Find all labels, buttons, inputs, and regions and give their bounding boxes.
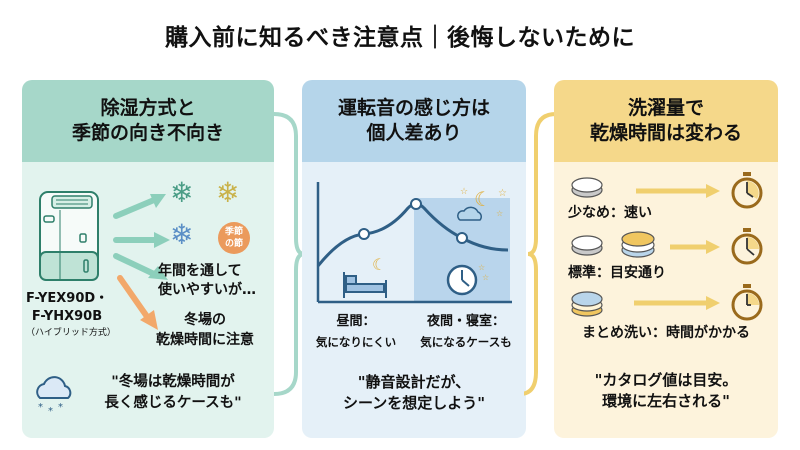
svg-text:*: * [58,402,63,413]
svg-text:☾: ☾ [474,187,492,211]
panel-title-line1: 除湿方式と [100,97,196,120]
svg-text:☾: ☾ [372,255,386,274]
panel-body: ❄ ❄ ❄ 季節 の節 年間を通して 使いやすいが… F-YEX90D・ F-Y… [22,162,274,438]
panel-title-line1: 運転音の感じ方は [337,97,490,120]
panel-body: ☾ ☾ ☆ ☆ ☆ ☆ ☆ 昼間： 気になりにくい 夜間・寝室： 気になるケース… [302,162,526,438]
svg-text:*: * [48,406,53,417]
clothes-stack-icon [571,177,603,198]
row-label-standard: 標準：目安通り [568,265,666,281]
panel-title-line2: 個人差あり [366,122,462,144]
arrow-right-icon [634,296,720,310]
stopwatch-icon [730,284,764,326]
svg-text:☆: ☆ [460,187,468,197]
quote-noise: "静音設計だが、 シーンを想定しよう" [342,373,486,412]
panel-header: 運転音の感じ方は 個人差あり [302,80,526,162]
svg-text:☆: ☆ [478,263,485,272]
panel-laundry-volume: 洗濯量で 乾燥時間は変わる 少なめ：速い [554,80,778,438]
dehumidifier-icon [39,191,99,281]
arrow-right-icon [670,240,720,254]
panel-dehumidify-method: 除湿方式と 季節の向き不向き [22,80,274,438]
warning-arrow-icon [117,275,158,330]
panel-title-line2: 乾燥時間は変わる [589,122,742,144]
panel-header: 洗濯量で 乾燥時間は変わる [554,80,778,162]
panel-noise: 運転音の感じ方は 個人差あり ☾ ☾ ☆ ☆ ☆ [302,80,526,438]
point-year-round: 年間を通して 使いやすいが… [158,263,256,298]
season-badge: 季節 の節 [218,222,250,254]
panel-header: 除湿方式と 季節の向き不向き [22,80,274,162]
arrow-right-icon [636,184,720,198]
connector-bracket [273,112,305,396]
snow-cloud-icon: * * * [36,376,72,417]
svg-text:☆: ☆ [496,209,503,218]
bed-icon [343,272,387,298]
noise-curve-chart: ☾ ☾ ☆ ☆ ☆ ☆ ☆ [316,182,512,304]
page-title: 購入前に知るべき注意点｜後悔しないために [165,25,635,51]
svg-text:*: * [38,402,43,413]
product-models: F-YEX90D・ F-YHX90B （ハイブリッド方式） [26,291,116,338]
clothes-stack-icon [621,231,655,258]
point-winter-warning: 冬場の 乾燥時間に注意 [156,312,254,348]
quote-winter: "冬場は乾燥時間が 長く感じるケースも" [104,374,242,411]
row-label-small: 少なめ：速い [568,205,652,221]
snowflake-icon: ❄ [170,176,194,209]
quote-catalog: "カタログ値は目安。 環境に左右される" [594,371,738,410]
panel-title-line2: 季節の向き不向き [71,122,224,144]
clothes-stack-icon [571,291,603,317]
snowflake-icon: ❄ [216,176,240,209]
daytime-note: 昼間： 気になりにくい [315,314,397,349]
panel-body: 少なめ：速い 標準：目安通り [554,162,778,438]
arrows-icon [113,194,170,280]
snowflake-icon: ❄ [170,218,194,251]
svg-text:☆: ☆ [498,188,507,199]
panel-title-line1: 洗濯量で [627,97,704,120]
connector-bracket [524,112,557,396]
stopwatch-icon [730,228,764,270]
svg-text:☆: ☆ [482,273,489,282]
nighttime-note: 夜間・寝室： 気になるケースも [420,314,512,349]
stopwatch-icon [730,172,764,214]
clothes-stack-icon [571,235,603,256]
row-label-bulk: まとめ洗い：時間がかかる [582,325,750,341]
